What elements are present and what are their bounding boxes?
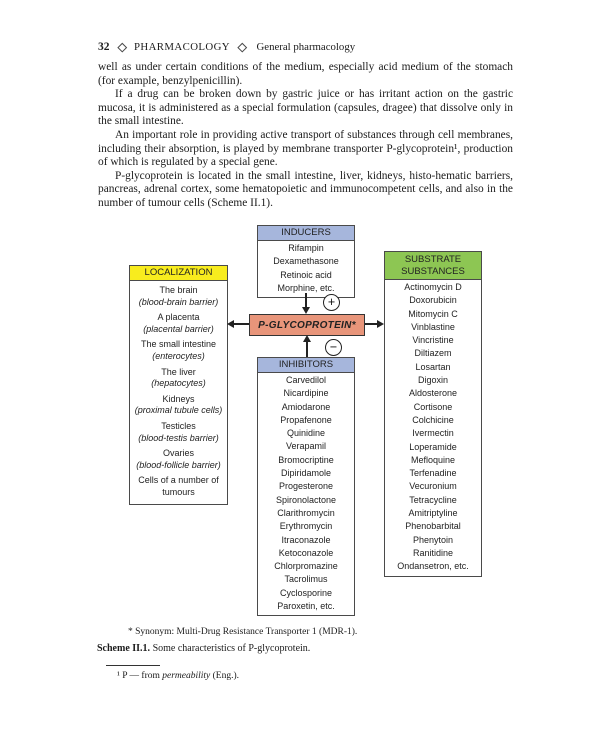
list-item: Aldosterone [408, 388, 458, 399]
scheme-caption-text: Some characteristics of P-glycoprotein. [150, 643, 311, 654]
arrow-right-icon [365, 323, 378, 325]
list-item: Ketoconazole [278, 547, 334, 558]
list-item: Phenytoin [412, 534, 454, 545]
list-item: Mitomycin C [408, 308, 458, 319]
footnote-prefix: ¹ P — from [117, 671, 163, 681]
plus-circle-icon: + [323, 294, 340, 311]
list-item: Verapamil [285, 441, 327, 452]
list-item: Cortisone [413, 401, 453, 412]
inducers-header: INDUCERS [257, 225, 355, 241]
list-item: Vincristine [412, 335, 454, 346]
list-item: Amitriptyline [408, 508, 458, 519]
scheme-caption-label: Scheme II.1. [97, 643, 151, 654]
list-item: Ovaries (blood-follicle barrier) [136, 448, 221, 470]
footnote-separator [106, 665, 160, 666]
body-text: well as under certain conditions of the … [98, 61, 513, 211]
localization-header: LOCALIZATION [129, 265, 228, 281]
list-item: The small intestine (enterocytes) [140, 339, 217, 361]
list-item: Dipiridamole [280, 468, 332, 479]
list-item: Progesterone [278, 481, 334, 492]
arrow-up-head-icon [302, 335, 311, 342]
list-item: Itraconazole [281, 534, 331, 545]
list-item: Bromocriptine [278, 454, 334, 465]
list-item: Paroxetin, etc. [277, 601, 335, 612]
list-item: Carvedilol [285, 375, 327, 385]
list-item: Quinidine [286, 428, 326, 439]
list-item: Mefloquine [410, 454, 456, 465]
p-glycoprotein-box: P-GLYCOPROTEIN* [249, 314, 365, 336]
list-item: Clarithromycin [277, 507, 335, 518]
list-item: Nicardipine [283, 388, 329, 399]
list-item: Phenobarbital [405, 521, 461, 532]
paragraph: well as under certain conditions of the … [98, 61, 513, 87]
list-item: The brain (blood-brain barrier) [138, 285, 219, 307]
arrow-left-head-icon [227, 320, 234, 328]
paragraph: An important role in providing active tr… [98, 128, 513, 169]
diamond-icon [117, 42, 127, 52]
list-item: Rifampin [288, 243, 324, 253]
list-item: Testicles (blood-testis barrier) [138, 420, 219, 443]
list-item: Ondansetron, etc. [397, 561, 469, 572]
substrate-header: SUBSTRATE SUBSTANCES [384, 251, 482, 280]
arrow-down-head-icon [301, 307, 310, 314]
footnote-suffix: (Eng.). [210, 671, 240, 681]
list-item: Cyclosporine [279, 587, 333, 598]
list-item: Vinblastine [411, 321, 455, 332]
list-item: Ivermectin [412, 428, 454, 439]
localization-box: LOCALIZATION The brain (blood-brain barr… [129, 265, 228, 505]
footnote-italic-term: permeability [162, 671, 211, 681]
list-item: The liver (hepatocytes) [151, 366, 206, 389]
list-item: Loperamide [409, 441, 457, 452]
list-item: Actinomycin D [404, 282, 462, 292]
arrow-left-icon [234, 323, 249, 325]
minus-circle-icon: − [325, 339, 342, 356]
list-item: Chlorpromazine [274, 561, 338, 572]
paragraph: If a drug can be broken down by gastric … [98, 88, 513, 128]
list-item: Tacrolimus [284, 574, 328, 585]
footnote: ¹ P — from permeability (Eng.). [117, 671, 239, 681]
arrow-right-head-icon [377, 320, 384, 328]
list-item: Diltiazem [414, 348, 452, 359]
book-title: PHARMACOLOGY [134, 41, 230, 53]
list-item: A placenta (placental barrier) [143, 312, 214, 334]
arrow-down-icon [305, 293, 307, 308]
paragraph: P-glycoprotein is located in the small i… [98, 169, 513, 209]
list-item: Vecuronium [409, 481, 457, 492]
list-item: Digoxin [417, 375, 448, 386]
substrate-box: SUBSTRATE SUBSTANCES Actinomycin D Doxoru… [384, 251, 482, 577]
list-item: Retinoic acid [280, 269, 332, 280]
list-item: Erythromycin [279, 521, 333, 532]
synonym-footnote: * Synonym: Multi-Drug Resistance Transpo… [128, 627, 358, 637]
page-header: 32 PHARMACOLOGY General pharmacology [98, 41, 518, 53]
list-item: Terfenadine [409, 468, 457, 479]
list-item: Morphine, etc. [277, 282, 335, 293]
list-item: Colchicine [412, 414, 454, 425]
list-item: Doxorubicin [409, 295, 457, 306]
list-item: Kidneys (proximal tubule cells) [134, 393, 223, 416]
list-item: Cells of a number of tumours [138, 475, 219, 497]
diamond-icon [237, 42, 247, 52]
scheme-caption: Scheme II.1. Some characteristics of P-g… [97, 643, 310, 654]
list-item: Propafenone [280, 414, 332, 425]
list-item: Tetracycline [409, 494, 457, 505]
page-number: 32 [98, 41, 110, 53]
section-title: General pharmacology [256, 41, 356, 53]
localization-list: The brain (blood-brain barrier) A placen… [129, 281, 228, 505]
list-item: Dexamethasone [273, 256, 339, 267]
inhibitors-header: INHIBITORS [257, 357, 355, 373]
list-item: Losartan [415, 361, 451, 372]
list-item: Ranitidine [412, 547, 454, 558]
arrow-up-icon [306, 341, 308, 357]
list-item: Spironolactone [275, 494, 337, 505]
list-item: Amiodarone [281, 401, 331, 412]
